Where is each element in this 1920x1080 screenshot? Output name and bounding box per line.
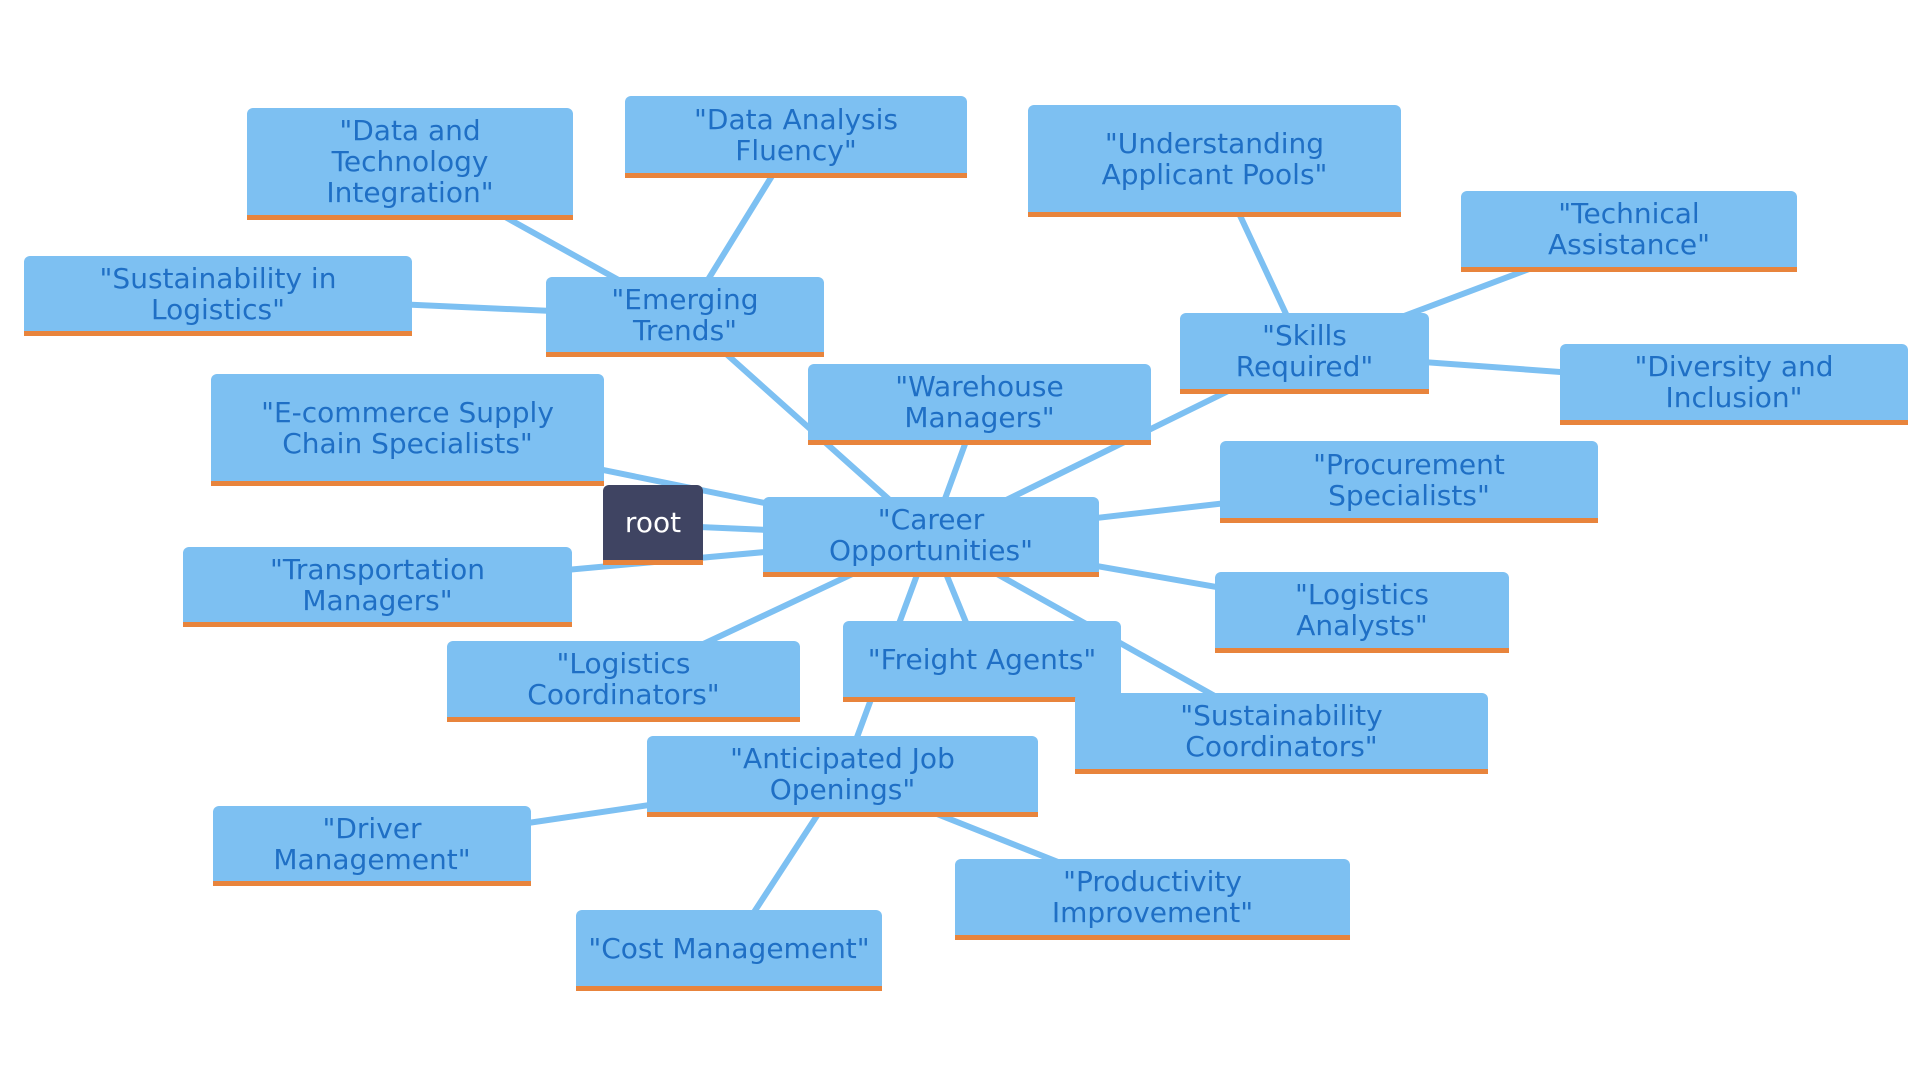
- node-sustainability-coordinators[interactable]: "Sustainability Coordinators": [1075, 693, 1488, 774]
- node-sustainability-in-logistics[interactable]: "Sustainability in Logistics": [24, 256, 412, 336]
- node-data-analysis-fluency[interactable]: "Data Analysis Fluency": [625, 96, 967, 178]
- node-cost-management[interactable]: "Cost Management": [576, 910, 882, 991]
- node-technical-assistance[interactable]: "Technical Assistance": [1461, 191, 1797, 272]
- node-root[interactable]: root: [603, 485, 703, 565]
- node-transportation-managers[interactable]: "Transportation Managers": [183, 547, 572, 627]
- node-skills-required[interactable]: "Skills Required": [1180, 313, 1429, 394]
- node-ecommerce-supply-chain-specialists[interactable]: "E-commerce Supply Chain Specialists": [211, 374, 604, 486]
- node-data-and-technology-integration[interactable]: "Data and Technology Integration": [247, 108, 573, 220]
- node-career-opportunities[interactable]: "Career Opportunities": [763, 497, 1099, 577]
- node-anticipated-job-openings[interactable]: "Anticipated Job Openings": [647, 736, 1038, 817]
- node-warehouse-managers[interactable]: "Warehouse Managers": [808, 364, 1151, 445]
- node-diversity-and-inclusion[interactable]: "Diversity and Inclusion": [1560, 344, 1908, 425]
- node-logistics-coordinators[interactable]: "Logistics Coordinators": [447, 641, 800, 722]
- node-emerging-trends[interactable]: "Emerging Trends": [546, 277, 824, 357]
- node-driver-management[interactable]: "Driver Management": [213, 806, 531, 886]
- node-productivity-improvement[interactable]: "Productivity Improvement": [955, 859, 1350, 940]
- node-freight-agents[interactable]: "Freight Agents": [843, 621, 1121, 702]
- node-understanding-applicant-pools[interactable]: "Understanding Applicant Pools": [1028, 105, 1401, 217]
- node-procurement-specialists[interactable]: "Procurement Specialists": [1220, 441, 1598, 523]
- node-logistics-analysts[interactable]: "Logistics Analysts": [1215, 572, 1509, 653]
